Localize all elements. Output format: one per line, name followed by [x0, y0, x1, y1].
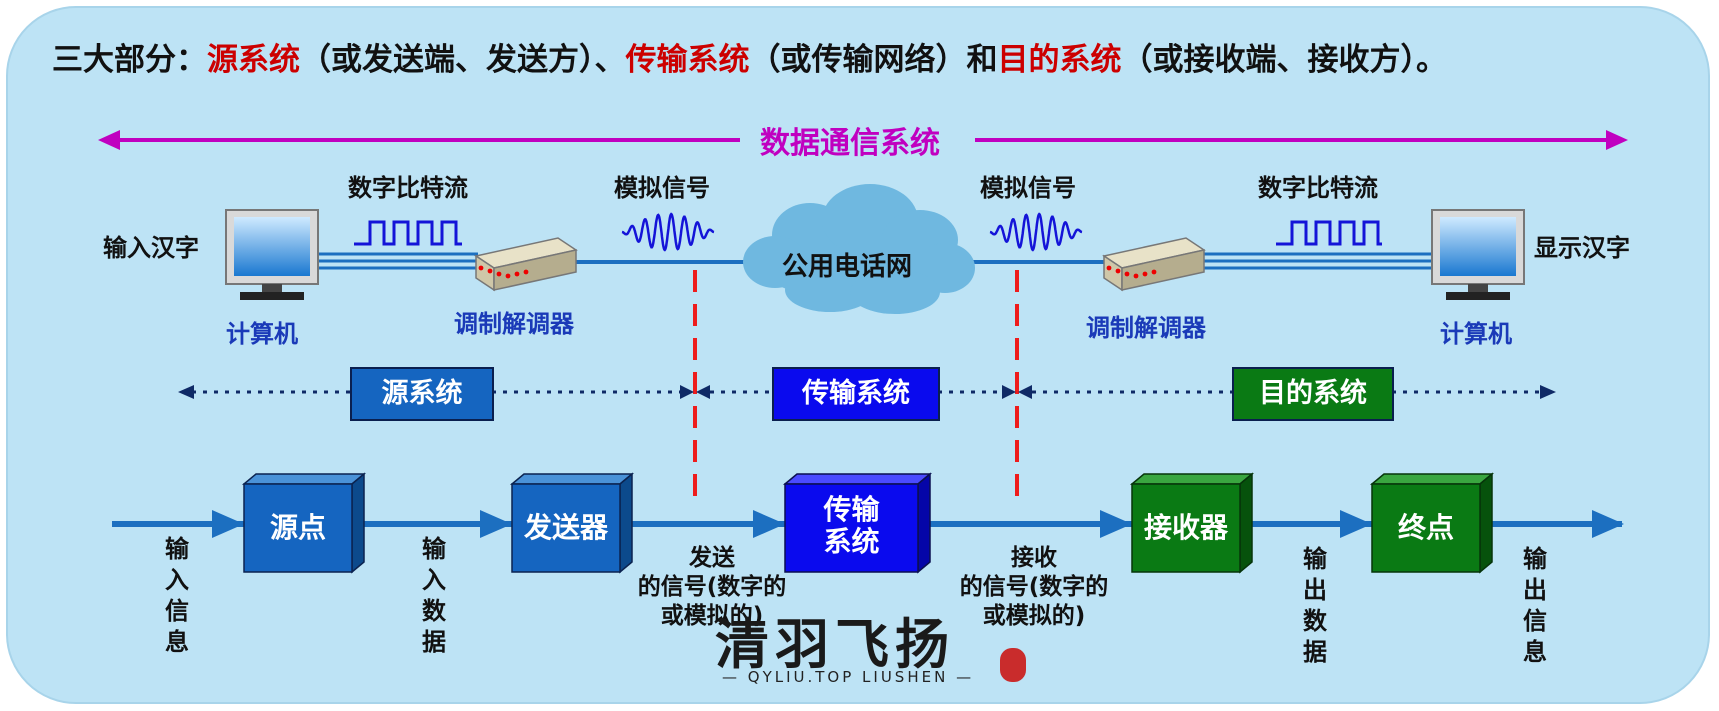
telephone-network-cloud	[743, 184, 975, 314]
transmitter-label: 发送器	[523, 511, 608, 544]
computer-right-icon	[1431, 209, 1525, 300]
digital-wave-right-icon	[1276, 220, 1382, 246]
analog-wave-left-icon	[621, 212, 715, 252]
received-signal-label: 接收 的信号(数字的 或模拟的)	[959, 545, 1109, 629]
digital-wave-left-icon	[354, 220, 462, 246]
receiver-label: 接收器	[1143, 511, 1228, 544]
transmission-system-block	[782, 472, 933, 574]
source-system-box: 源系统	[350, 367, 494, 421]
diagram-panel	[6, 6, 1710, 704]
destination-point-label: 终点	[1397, 511, 1454, 544]
source-point-block	[241, 472, 367, 574]
digital-bitstream-left-label: 数字比特流	[348, 174, 468, 202]
output-info-label: 输出信息	[1523, 545, 1547, 666]
title-part-source: 源系统	[207, 42, 300, 78]
source-point-label: 源点	[269, 511, 326, 544]
data-comm-system-arrow	[98, 130, 1628, 150]
sent-signal-label: 发送 的信号(数字的 或模拟的)	[637, 545, 787, 629]
watermark-seal-icon	[1000, 648, 1026, 682]
destination-point-block	[1369, 472, 1495, 574]
transmission-system-box: 传输系统	[772, 367, 940, 421]
modem-left-icon	[474, 237, 578, 292]
transmission-system-block-label: 传输 系统	[823, 493, 880, 558]
modem-right-icon	[1102, 237, 1206, 292]
receiver-block	[1129, 472, 1255, 574]
title-note-destination: （或接收端、接收方）。	[1121, 42, 1448, 78]
watermark-subtitle: — QYLIU.TOP LIUSHEN —	[722, 668, 975, 686]
modem-right-label: 调制解调器	[1086, 314, 1206, 342]
page-title: 三大部分：源系统（或发送端、发送方）、传输系统（或传输网络）和目的系统（或接收端…	[52, 34, 1447, 79]
title-note-transmission: （或传输网络）和	[749, 42, 998, 78]
output-data-label: 输出数据	[1303, 545, 1327, 666]
computer-left-label: 计算机	[226, 320, 298, 348]
modem-left-label: 调制解调器	[454, 310, 574, 338]
telephone-network-label: 公用电话网	[782, 252, 913, 282]
input-info-label: 输入信息	[165, 535, 189, 656]
computer-left-icon	[225, 209, 319, 300]
digital-bitstream-right-label: 数字比特流	[1258, 174, 1378, 202]
watermark-logo: 清羽飞扬	[715, 612, 955, 676]
display-text-label: 显示汉字	[1534, 234, 1630, 262]
computer-right-label: 计算机	[1440, 320, 1512, 348]
system-scope-arrowheads	[178, 385, 1556, 399]
input-text-label: 输入汉字	[103, 234, 199, 262]
top-link-lines	[318, 252, 1432, 270]
title-part-destination: 目的系统	[997, 42, 1122, 78]
analog-signal-left-label: 模拟信号	[614, 174, 710, 202]
transmitter-block	[509, 472, 635, 574]
analog-wave-right-icon	[989, 212, 1083, 252]
title-note-source: （或发送端、发送方）、	[300, 42, 626, 78]
title-prefix: 三大部分：	[52, 42, 207, 78]
title-part-transmission: 传输系统	[625, 42, 750, 78]
analog-signal-right-label: 模拟信号	[980, 174, 1076, 202]
input-data-label: 输入数据	[422, 535, 446, 656]
destination-system-box: 目的系统	[1232, 367, 1394, 421]
data-comm-system-label: 数据通信系统	[760, 126, 940, 161]
